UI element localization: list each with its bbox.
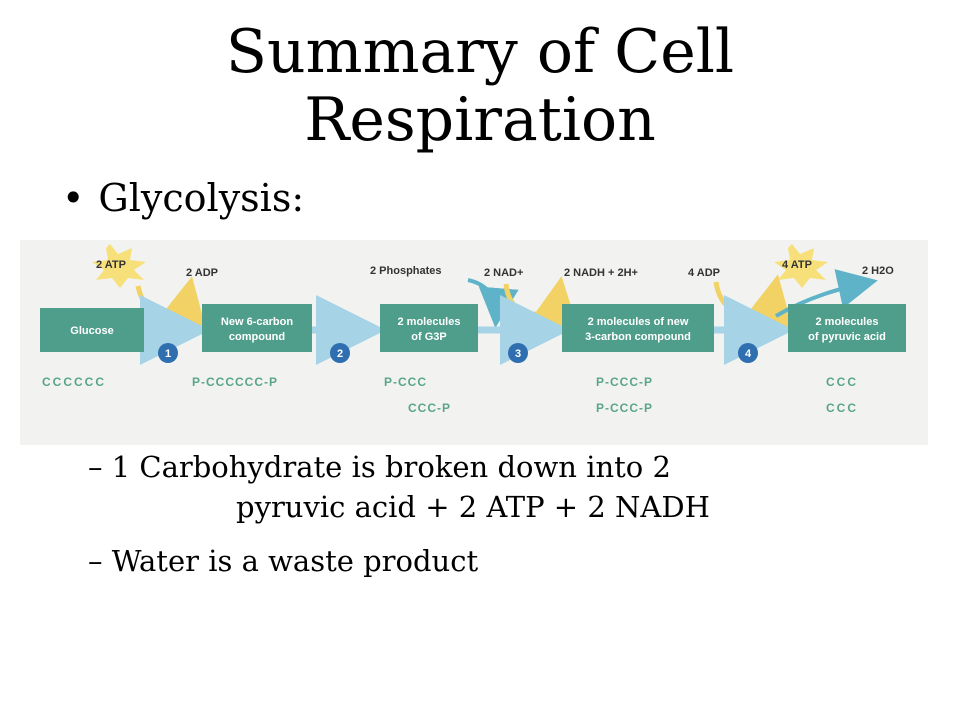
carbon-row-pyruvic-1: CCC <box>826 375 858 389</box>
box-g3p: 2 molecules of G3P <box>380 304 478 352</box>
box-pyruvic-acid: 2 molecules of pyruvic acid <box>788 304 906 352</box>
step-circle-4: 4 <box>738 343 758 363</box>
atp-in-burst <box>92 244 146 288</box>
sub-item-text: Water is a waste product <box>111 544 479 578</box>
box-pyruvic-line2: of pyruvic acid <box>808 331 886 343</box>
glycolysis-diagram: 2 ATP 2 ADP 2 Phosphates 2 NAD+ 2 NADH +… <box>20 240 928 445</box>
slide-title-line2: Respiration <box>304 85 656 155</box>
box-g3p-line1: 2 molecules <box>398 316 461 328</box>
water-label: 2 H2O <box>862 265 894 277</box>
carbon-row-pyruvic-2: CCC <box>826 401 858 415</box>
sub-item-carbohydrate: – 1 Carbohydrate is broken down into 2 <box>88 448 671 486</box>
step-circle-2: 2 <box>330 343 350 363</box>
bullet-text: Glycolysis: <box>98 176 305 220</box>
carbon-row-six-carbon: P-CCCCCC-P <box>192 375 278 389</box>
box-three-carbon-line2: 3-carbon compound <box>585 331 691 343</box>
sub-item-text: 1 Carbohydrate is broken down into 2 <box>111 450 671 484</box>
atp-in-label: 2 ATP <box>96 259 126 271</box>
box-g3p-line2: of G3P <box>411 331 446 343</box>
phosphates-label: 2 Phosphates <box>370 265 442 277</box>
step-number-1: 1 <box>165 348 171 360</box>
adp-in-label: 4 ADP <box>688 267 720 279</box>
atp-out-label: 4 ATP <box>782 259 812 271</box>
sub-item-carbohydrate-continued: pyruvic acid + 2 ATP + 2 NADH <box>236 490 710 524</box>
carbon-row-glucose: CCCCCC <box>42 375 106 389</box>
box-six-carbon-line2: compound <box>229 331 285 343</box>
slide-title-line1: Summary of Cell <box>225 17 735 87</box>
carbon-row-three-carbon-1: P-CCC-P <box>596 375 653 389</box>
step-number-3: 3 <box>515 348 521 360</box>
box-six-carbon-line1: New 6-carbon <box>221 316 293 328</box>
box-pyruvic-line1: 2 molecules <box>816 316 879 328</box>
carbon-row-three-carbon-2: P-CCC-P <box>596 401 653 415</box>
bullet-marker: • <box>62 176 85 220</box>
box-six-carbon: New 6-carbon compound <box>202 304 312 352</box>
nad-label: 2 NAD+ <box>484 267 523 279</box>
step-circle-3: 3 <box>508 343 528 363</box>
sub-item-dash: – <box>88 544 103 578</box>
phosphate-curve-arrow <box>467 278 519 328</box>
bullet-glycolysis: • Glycolysis: <box>62 174 304 222</box>
box-glucose: Glucose <box>40 308 144 352</box>
step-circle-1: 1 <box>158 343 178 363</box>
slide-title: Summary of Cell Respiration <box>0 18 960 154</box>
adp-out-label: 2 ADP <box>186 267 218 279</box>
nadh-label: 2 NADH + 2H+ <box>564 267 638 279</box>
step-number-2: 2 <box>337 348 343 360</box>
carbon-row-g3p-1: P-CCC <box>384 375 427 389</box>
sub-item-water: – Water is a waste product <box>88 542 478 580</box>
sub-item-dash: – <box>88 450 103 484</box>
box-glucose-label: Glucose <box>70 325 113 337</box>
box-three-carbon-line1: 2 molecules of new <box>588 316 689 328</box>
box-three-carbon: 2 molecules of new 3-carbon compound <box>562 304 714 352</box>
carbon-row-g3p-2: CCC-P <box>408 401 451 415</box>
step-number-4: 4 <box>745 348 752 360</box>
